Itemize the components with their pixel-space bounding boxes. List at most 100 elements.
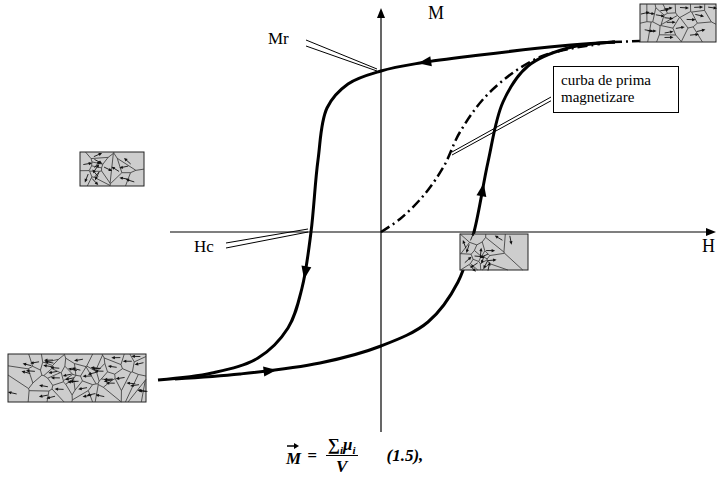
equals-sign: = — [307, 446, 317, 465]
moment-arrow-head — [480, 260, 484, 264]
formula-lhs: M — [286, 445, 301, 467]
v-axis — [380, 16, 381, 432]
moment-arrow-head — [479, 255, 484, 259]
domain-frame — [8, 354, 146, 402]
moment-arrow-head — [670, 17, 674, 21]
grain-boundaries — [80, 152, 144, 186]
leader-line — [306, 40, 377, 69]
subscript: i — [352, 444, 355, 456]
vector-arrow-head — [294, 443, 299, 449]
moment-arrow-head — [465, 249, 469, 253]
moment-arrow-head — [99, 161, 104, 165]
moment-arrow-head — [51, 376, 55, 379]
moment-arrow-head — [95, 181, 100, 186]
leader-line — [226, 232, 308, 248]
sum-sign: ∑ — [328, 435, 340, 454]
moment-arrow-head — [670, 36, 674, 39]
moment-arrow-head — [22, 362, 26, 366]
moment-arrow-head — [91, 169, 96, 174]
moment-arrow-head — [39, 395, 43, 399]
moment-arrow-head — [134, 362, 138, 366]
moment-arrow-head — [26, 369, 30, 372]
moment-arrow-head — [700, 5, 704, 8]
domain-structure — [80, 152, 144, 187]
moment-arrow-head — [468, 256, 473, 261]
moment-arrow-head — [55, 387, 59, 390]
moment-arrow-head — [115, 377, 119, 381]
subscript: i — [340, 444, 343, 456]
equation-number: (1.5), — [387, 446, 424, 465]
moment-arrow-head — [692, 18, 696, 21]
moment-arrow-head — [90, 366, 94, 370]
direction-arrow — [476, 182, 488, 197]
moment-arrow-head — [681, 25, 685, 29]
moment-arrow-head — [68, 367, 72, 371]
domain-structure — [8, 354, 148, 402]
moment-arrow-head — [125, 178, 129, 182]
moment-arrow-head — [83, 375, 87, 378]
h-axis — [170, 231, 708, 232]
moment-arrow-head — [492, 249, 496, 252]
moment-arrow-head — [479, 248, 483, 252]
domain-frame — [460, 234, 528, 270]
volume-symbol: V — [336, 457, 347, 476]
moment-arrow-head — [461, 239, 465, 243]
denominator: V — [336, 456, 347, 475]
moment-arrow-head — [8, 390, 12, 394]
moment-arrow-head — [98, 152, 102, 156]
descending-branch — [158, 42, 615, 380]
moment-arrow-head — [111, 356, 115, 359]
moment-arrow-head — [669, 6, 673, 10]
numerator: ∑iμi — [326, 436, 358, 456]
moment-arrow-head — [119, 176, 123, 180]
grain-boundaries — [460, 234, 523, 270]
leader-line — [306, 46, 377, 71]
fraction: ∑iμi V — [326, 436, 358, 475]
moment-arrow-head — [82, 395, 86, 399]
moment-arrow-head — [126, 381, 130, 385]
moment-arrow-head — [95, 393, 99, 397]
domain-structure — [460, 232, 528, 273]
moment-arrow-head — [123, 157, 128, 162]
moment-arrow-head — [685, 6, 689, 9]
leader-line — [452, 101, 551, 155]
moment-arrow-head — [653, 29, 657, 32]
moment-arrow-head — [106, 381, 110, 384]
vector-arrow — [286, 442, 300, 450]
formula: M = ∑iμi V (1.5), — [286, 436, 423, 475]
moment-arrow-head — [488, 261, 492, 265]
grain-boundaries — [640, 4, 716, 42]
domain-frame — [80, 152, 144, 186]
formula-tail: (1.5), — [387, 447, 424, 464]
moment-arrow-head — [493, 258, 497, 261]
axis-label: M — [428, 4, 444, 24]
moment-arrow-head — [94, 369, 98, 372]
moment-arrow-head — [509, 241, 513, 245]
ascending-branch — [175, 42, 615, 379]
callout-text: curba de prima magnetizare — [561, 72, 671, 107]
direction-arrow — [299, 266, 311, 281]
direction-arrow — [417, 56, 431, 68]
moment-arrow-head — [494, 234, 499, 239]
moment-arrow-head — [39, 384, 43, 388]
moment-arrow-head — [65, 377, 69, 381]
grain-boundaries — [8, 354, 146, 402]
domain-structure — [640, 4, 717, 42]
moment-arrow-head — [62, 374, 66, 378]
callout-box: curba de prima magnetizare — [553, 66, 679, 113]
vector-symbol: M — [286, 449, 301, 468]
moment-arrow-head — [666, 8, 670, 12]
direction-arrow — [263, 365, 277, 376]
remanence-label: Mr — [268, 30, 289, 49]
moment-arrow-head — [87, 372, 91, 376]
domain-frame — [640, 4, 716, 42]
moment-arrow-head — [48, 371, 52, 375]
moment-arrow-head — [104, 378, 108, 381]
moment-arrow-head — [67, 380, 71, 383]
moment-arrow-head — [96, 163, 101, 168]
moment-arrow-head — [83, 179, 87, 183]
moment-arrow-head — [713, 6, 717, 10]
moment-arrow-head — [471, 232, 475, 236]
moment-arrow-head — [130, 384, 134, 388]
